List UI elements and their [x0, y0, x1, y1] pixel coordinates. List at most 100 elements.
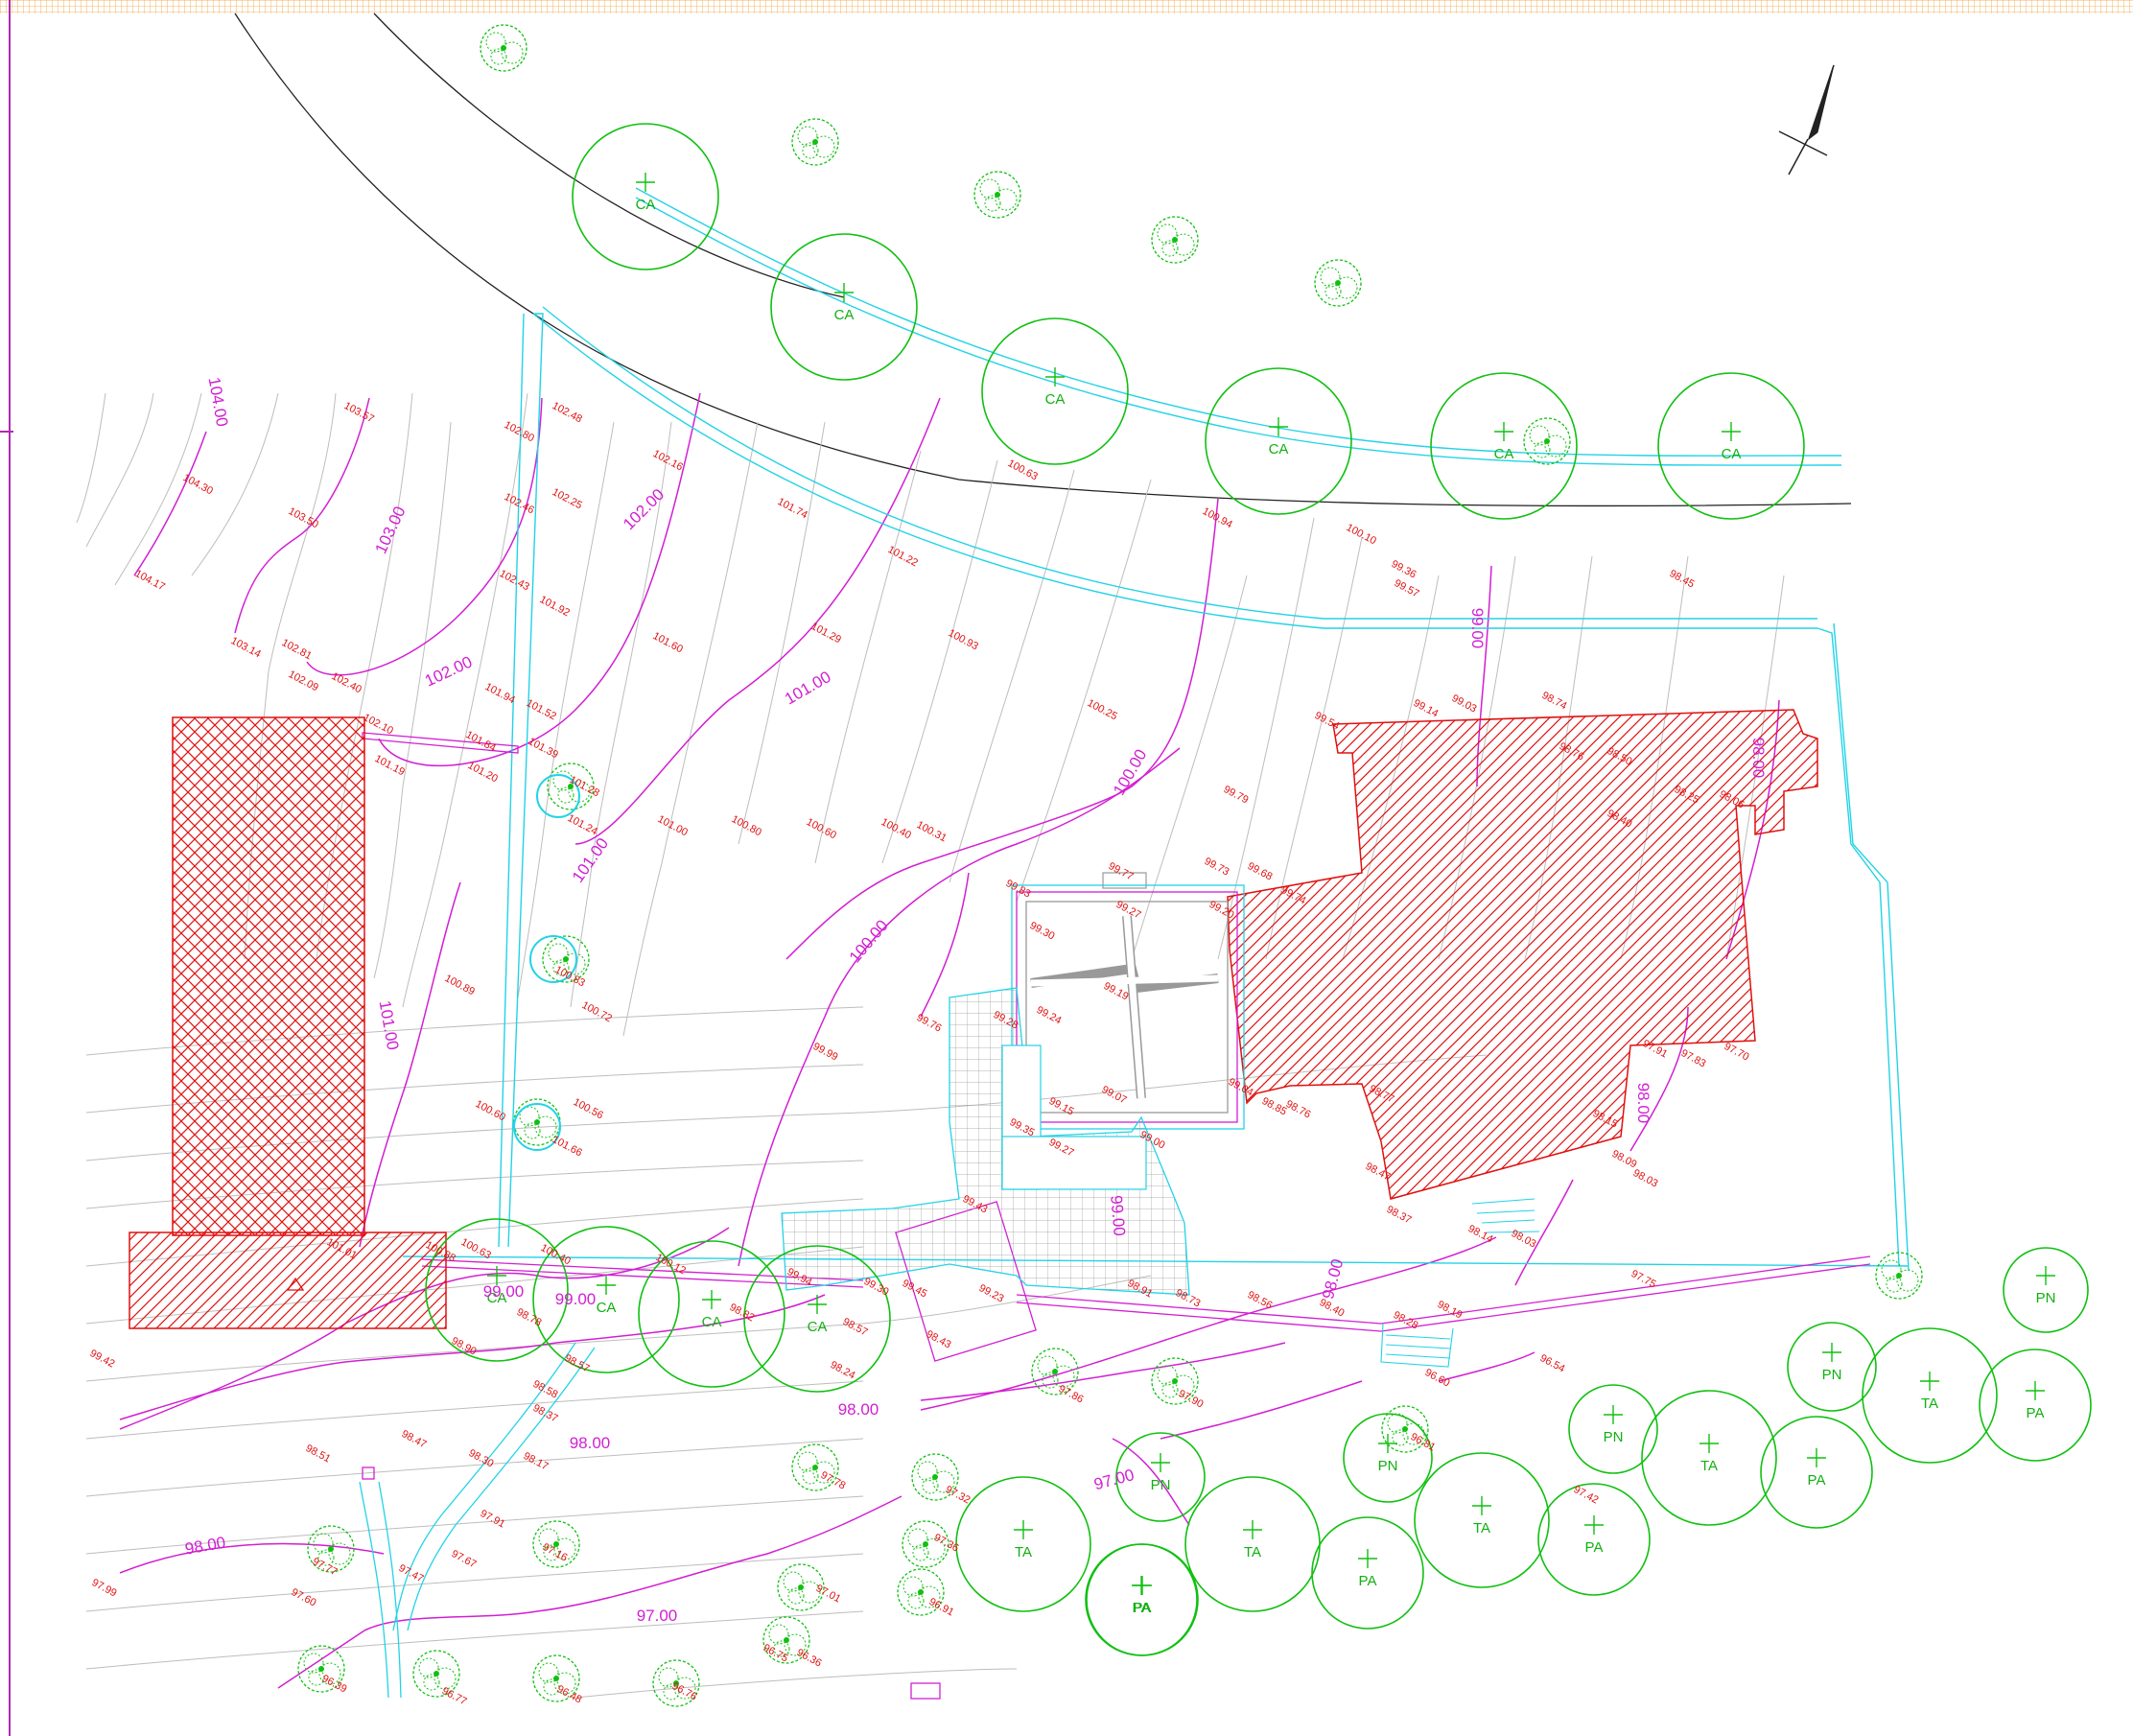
spot-height-label: 96.75 [762, 1642, 790, 1665]
tree-canopy-icon [532, 1226, 680, 1373]
tree-label: CA [487, 1290, 507, 1306]
spot-height-label: 101.39 [527, 736, 560, 761]
tree-pa: PA [1085, 1543, 1198, 1656]
spot-height-label: 103.57 [342, 400, 376, 425]
spot-height-label: 101.28 [568, 774, 601, 799]
spot-height-label: 97.70 [1723, 1041, 1751, 1064]
tree-canopy-icon [770, 233, 918, 381]
spot-height-label: 103.50 [287, 505, 320, 530]
spot-height-label: 99.07 [1100, 1084, 1129, 1107]
spot-height-label: 101.92 [538, 594, 572, 619]
spot-height-label: 101.19 [373, 753, 407, 778]
tree-label: TA [1244, 1544, 1261, 1560]
tree-canopy-icon [2003, 1247, 2089, 1333]
spot-height-label: 97.77 [311, 1556, 340, 1579]
spot-height-label: 98.24 [829, 1359, 857, 1382]
spot-height-label: 100.93 [947, 627, 980, 652]
spot-height-label: 98.57 [841, 1316, 870, 1339]
spot-height-label: 98.51 [304, 1443, 333, 1466]
spot-height-label: 101.20 [466, 760, 500, 785]
tree-label: PN [1822, 1367, 1842, 1383]
spot-height-label: 99.73 [1203, 856, 1231, 879]
spot-height-label: 97.83 [1679, 1047, 1708, 1070]
spot-height-label: 98.56 [1246, 1289, 1275, 1312]
contour-label: 102.00 [422, 652, 475, 690]
tree-label: CA [1494, 446, 1514, 462]
tree-canopy-icon [1568, 1384, 1658, 1474]
spot-height-label: 98.09 [1610, 1148, 1639, 1171]
spot-height-label: 98.14 [1466, 1223, 1495, 1246]
spot-height-label: 101.29 [809, 621, 843, 645]
spot-height-label: 97.60 [290, 1586, 318, 1609]
contour-label: 98.00 [570, 1434, 611, 1452]
spot-height-label: 98.03 [1631, 1167, 1660, 1190]
contour-label: 100.00 [1110, 746, 1150, 799]
tree-canopy-icon [1760, 1416, 1873, 1529]
contour-label: 97.00 [637, 1607, 678, 1625]
tree-label: TA [1700, 1458, 1718, 1474]
spot-height-label: 99.23 [977, 1282, 1006, 1305]
tree-ca: CA [532, 1226, 680, 1373]
tree-label: CA [808, 1319, 828, 1335]
tree-label: PN [2036, 1290, 2056, 1306]
spot-height-label: 98.74 [1540, 690, 1569, 713]
contour-label: 99.00 [1468, 608, 1487, 649]
spot-height-label: 96.60 [1423, 1367, 1452, 1390]
tree-canopy-icon [1979, 1349, 2092, 1462]
cross-hatched-building [172, 716, 365, 1236]
tree-canopy-icon [1115, 1432, 1206, 1522]
contour-label: 98.00 [1319, 1257, 1347, 1302]
contour-label: 99.00 [1107, 1195, 1129, 1237]
tree-pa: PA [1979, 1349, 2092, 1462]
site-walls [402, 187, 1910, 1272]
contour-label: 98.00 [183, 1534, 226, 1559]
spot-height-label: 96.39 [320, 1673, 349, 1696]
tree-canopy-icon [743, 1245, 891, 1393]
tree-canopy-icon [1862, 1327, 1998, 1464]
spot-height-label: 99.99 [811, 1041, 840, 1064]
tree-label: PN [1604, 1429, 1624, 1445]
spot-height-label: 98.76 [1284, 1098, 1313, 1121]
spot-height-label: 97.86 [1057, 1383, 1086, 1406]
sheet-top-border [0, 0, 2133, 13]
spot-height-label: 99.45 [901, 1278, 929, 1301]
spot-height-label: 98.37 [1385, 1204, 1414, 1227]
contour-label: 97.00 [1092, 1466, 1137, 1493]
spot-height-label: 99.54 [1313, 710, 1342, 733]
tree-canopy-icon [981, 317, 1129, 465]
spot-height-label: 98.37 [531, 1402, 560, 1425]
spot-height-label: 98.17 [522, 1450, 551, 1473]
tree-ca: CA [572, 123, 719, 270]
spot-height-label: 98.58 [531, 1378, 560, 1401]
steps [1380, 1198, 1540, 1368]
tree-ta: TA [1862, 1327, 1998, 1464]
tree-ca: CA [1657, 372, 1805, 520]
tree-ta: TA [1184, 1476, 1321, 1612]
paved-terrace [781, 987, 1190, 1296]
spot-height-label: 99.76 [915, 1012, 944, 1035]
tree-canopy-icon [955, 1476, 1091, 1612]
tree-pa: PA [1537, 1483, 1651, 1596]
tree-label: CA [597, 1300, 617, 1316]
tree-label: TA [1473, 1520, 1490, 1537]
spot-height-label: 96.54 [1538, 1352, 1567, 1375]
tree-label: CA [636, 197, 656, 213]
spot-height-label: 101.84 [464, 729, 498, 754]
retaining-walls [362, 732, 1871, 1362]
spot-height-label: 99.77 [1107, 860, 1136, 883]
spot-height-label: 96.36 [795, 1647, 824, 1670]
tree-ca: CA [770, 233, 918, 381]
spot-height-label: 101.60 [651, 630, 685, 655]
spot-height-label: 103.14 [229, 635, 263, 660]
tree-label: TA [1015, 1544, 1032, 1560]
spot-height-label: 97.91 [479, 1508, 507, 1531]
contour-label: 104.00 [205, 376, 232, 429]
tree-canopy-icon [1343, 1413, 1433, 1503]
tree-label: PA [1133, 1600, 1151, 1616]
tree-pn: PN [1568, 1384, 1658, 1474]
spot-height-label: 97.32 [944, 1484, 973, 1507]
road-edges [234, 12, 1852, 507]
spot-height-label: 100.10 [1345, 522, 1378, 547]
spot-height-label: 100.80 [730, 813, 763, 838]
